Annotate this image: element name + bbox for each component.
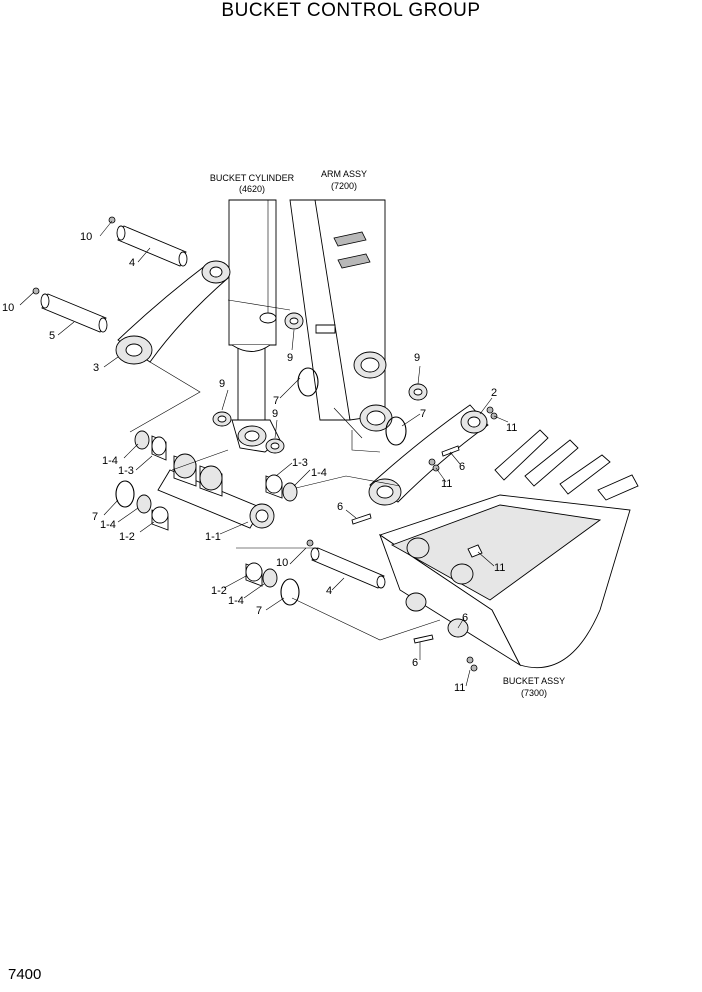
- diagram-title: BUCKET CONTROL GROUP: [221, 0, 481, 21]
- arm-assy-label: ARM ASSY: [321, 169, 367, 179]
- bucket-cylinder-label: BUCKET CYLINDER: [210, 173, 295, 183]
- pin-5: [32, 287, 108, 333]
- bucket-assy-label: BUCKET ASSY: [503, 676, 565, 686]
- callout: 7: [420, 408, 426, 420]
- link-2: [368, 404, 489, 506]
- callout: 4: [129, 257, 135, 269]
- callout: 5: [49, 330, 55, 342]
- callout: 1-4: [228, 595, 244, 607]
- callout: 2: [491, 387, 497, 399]
- link-3: [115, 260, 231, 365]
- callout: 11: [494, 562, 505, 574]
- callout: 4: [326, 585, 332, 597]
- callout: 7: [273, 395, 279, 407]
- callout: 9: [272, 408, 278, 420]
- pin-4-upper: [108, 216, 188, 267]
- callout: 1-4: [100, 519, 116, 531]
- leader-lines: [19, 220, 509, 687]
- callout: 1-1: [205, 531, 221, 543]
- callout: 1-4: [102, 455, 118, 467]
- callout: 9: [414, 352, 420, 364]
- bushings-and-shims: [134, 312, 428, 588]
- callout: 11: [506, 422, 517, 434]
- callout: 6: [337, 501, 343, 513]
- bucket-assy-ref: (7300): [521, 688, 547, 698]
- callout: 11: [441, 478, 452, 490]
- callout: 1-4: [311, 467, 327, 479]
- pin-4-lower: [306, 539, 386, 589]
- o-rings: [115, 367, 407, 606]
- bucket-assy: [378, 429, 639, 669]
- arm-assy: [289, 199, 393, 439]
- callout: 1-2: [211, 585, 227, 597]
- callout: 7: [92, 511, 98, 523]
- callout: 1-2: [119, 531, 135, 543]
- callout: 10: [276, 557, 288, 569]
- bucket-cylinder: [228, 199, 281, 453]
- page-number: 7400: [8, 966, 42, 983]
- callout: 10: [80, 231, 92, 243]
- callout: 9: [287, 352, 293, 364]
- callout: 6: [462, 612, 468, 624]
- callout: 6: [412, 657, 418, 669]
- callout: 3: [93, 362, 99, 374]
- guide-link-1-1: [157, 453, 275, 529]
- callout: 11: [454, 682, 465, 694]
- callout: 10: [2, 302, 14, 314]
- callout: 6: [459, 461, 465, 473]
- callout: 1-3: [292, 457, 308, 469]
- arm-assy-ref: (7200): [331, 181, 357, 191]
- bucket-cylinder-ref: (4620): [239, 184, 265, 194]
- callout: 7: [256, 605, 262, 617]
- callout: 9: [219, 378, 225, 390]
- callout: 1-3: [118, 465, 134, 477]
- bolts-and-nuts: [351, 406, 498, 672]
